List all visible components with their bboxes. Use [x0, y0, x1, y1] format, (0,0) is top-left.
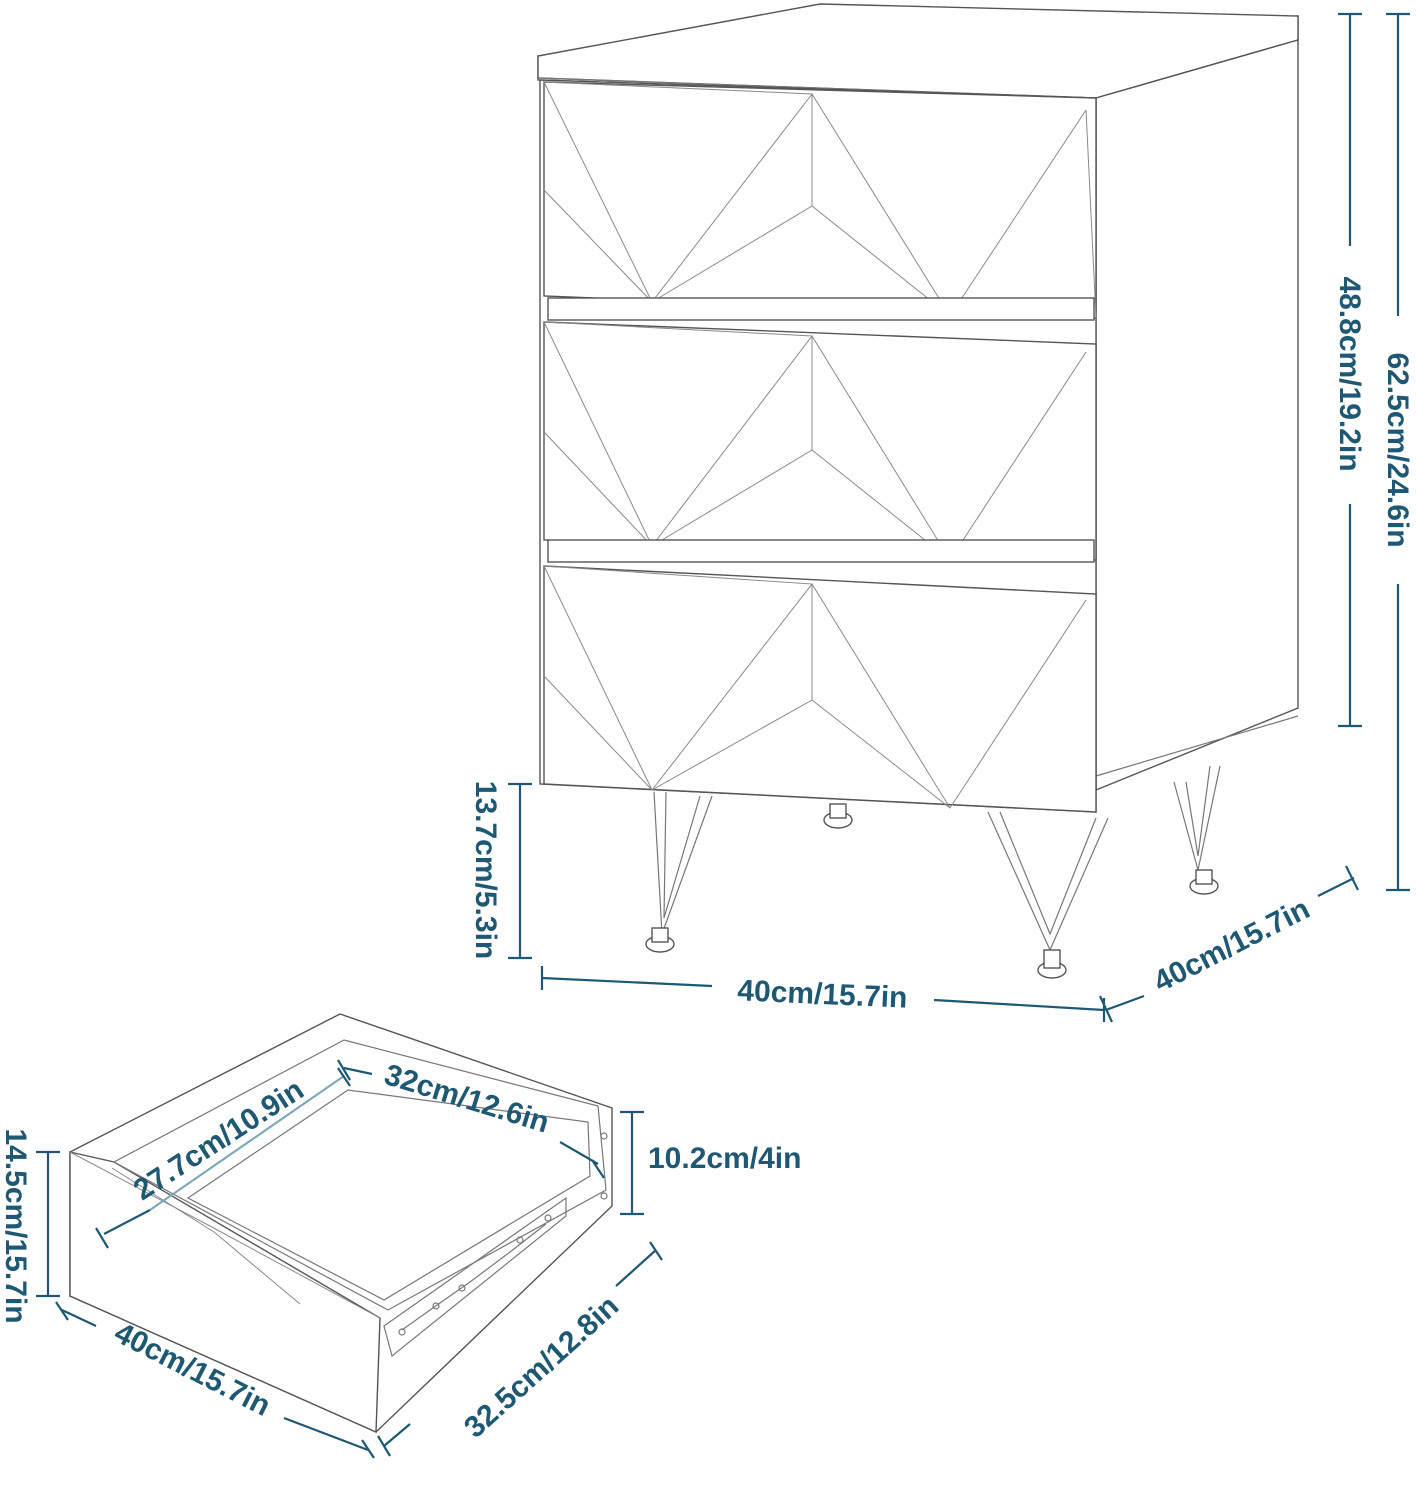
- drawer-front-height-label: 14.5cm/15.7in: [0, 1128, 32, 1323]
- drawer-front-1: [543, 81, 1097, 319]
- dimension-body-height: 48.8cm/19.2in: [1333, 12, 1366, 728]
- body-height-label: 48.8cm/19.2in: [1333, 276, 1366, 471]
- dimension-width: 40cm/15.7in: [540, 966, 1106, 1022]
- leg-height-label: 13.7cm/5.3in: [469, 781, 502, 959]
- depth-label: 40cm/15.7in: [1148, 892, 1315, 999]
- drawer-inner-rim: [112, 1039, 607, 1311]
- nightstand-illustration: [537, 3, 1299, 979]
- dimension-total-height: 62.5cm/24.6in: [1381, 12, 1414, 892]
- dimension-drawer-front-height: 14.5cm/15.7in: [0, 1128, 60, 1324]
- drawer-illustration: [69, 1013, 613, 1434]
- drawer-inner-height-label: 10.2cm/4in: [648, 1142, 801, 1175]
- drawer-front-panel: [69, 1151, 381, 1434]
- drawer-gap-1: [547, 297, 1095, 321]
- total-height-label: 62.5cm/24.6in: [1381, 352, 1414, 547]
- width-label: 40cm/15.7in: [737, 974, 908, 1014]
- drawer-front-3: [543, 565, 1097, 813]
- dimension-leg-height: 13.7cm/5.3in: [469, 781, 532, 959]
- drawer-front-2: [543, 321, 1097, 561]
- nightstand-legs: [645, 765, 1221, 979]
- nightstand-side-panel: [1095, 39, 1299, 792]
- drawer-gap-2: [547, 539, 1095, 563]
- dimension-depth: 40cm/15.7in: [1099, 865, 1359, 1023]
- drawer-slide-rail: [383, 1132, 608, 1358]
- dimension-drawer-inner-height: 10.2cm/4in: [620, 1110, 801, 1216]
